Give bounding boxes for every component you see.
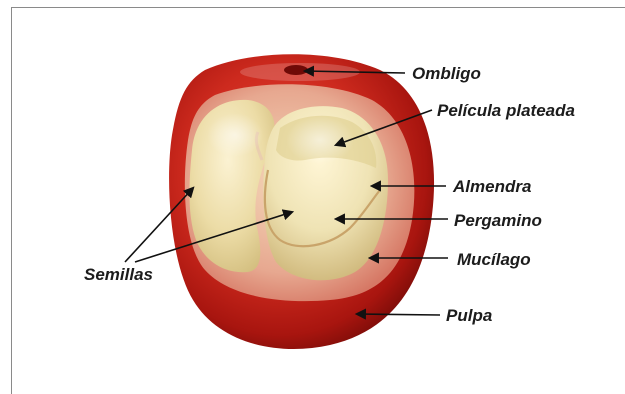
label-pulpa: Pulpa — [446, 306, 492, 325]
arrow-pulpa — [357, 314, 440, 315]
seed-left-highlight — [207, 113, 263, 157]
label-mucilago: Mucílago — [457, 250, 531, 269]
label-almendra: Almendra — [452, 177, 531, 196]
navel-dimple — [284, 65, 308, 75]
label-pergamino: Pergamino — [454, 211, 542, 230]
label-pelicula: Película plateada — [437, 101, 575, 120]
seed-right-highlight — [286, 116, 354, 164]
label-ombligo: Ombligo — [412, 64, 481, 83]
label-semillas: Semillas — [84, 265, 153, 284]
